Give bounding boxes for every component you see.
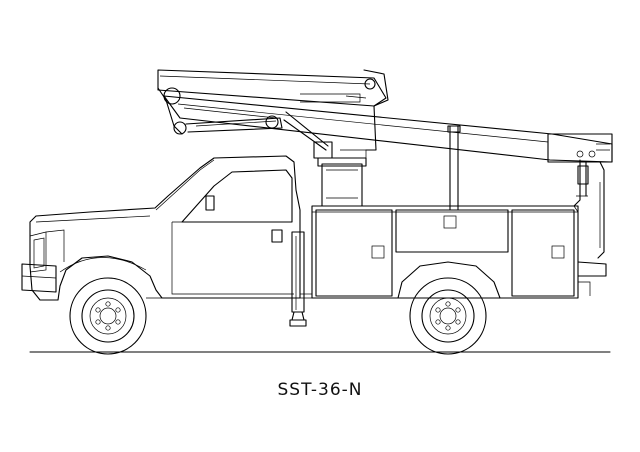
utility-body bbox=[311, 205, 607, 299]
boom-linkage bbox=[157, 87, 377, 151]
boom-pedestal bbox=[313, 141, 367, 207]
outrigger bbox=[289, 231, 307, 327]
truck-cab bbox=[21, 155, 301, 301]
center-post bbox=[447, 125, 461, 211]
chassis bbox=[146, 293, 312, 299]
upper-boom bbox=[157, 69, 389, 107]
front-wheel bbox=[69, 277, 147, 355]
lower-boom bbox=[163, 95, 613, 163]
rear-wheel bbox=[409, 277, 487, 355]
boom-tip-tools bbox=[573, 159, 605, 259]
model-caption: SST-36-N bbox=[277, 380, 363, 400]
